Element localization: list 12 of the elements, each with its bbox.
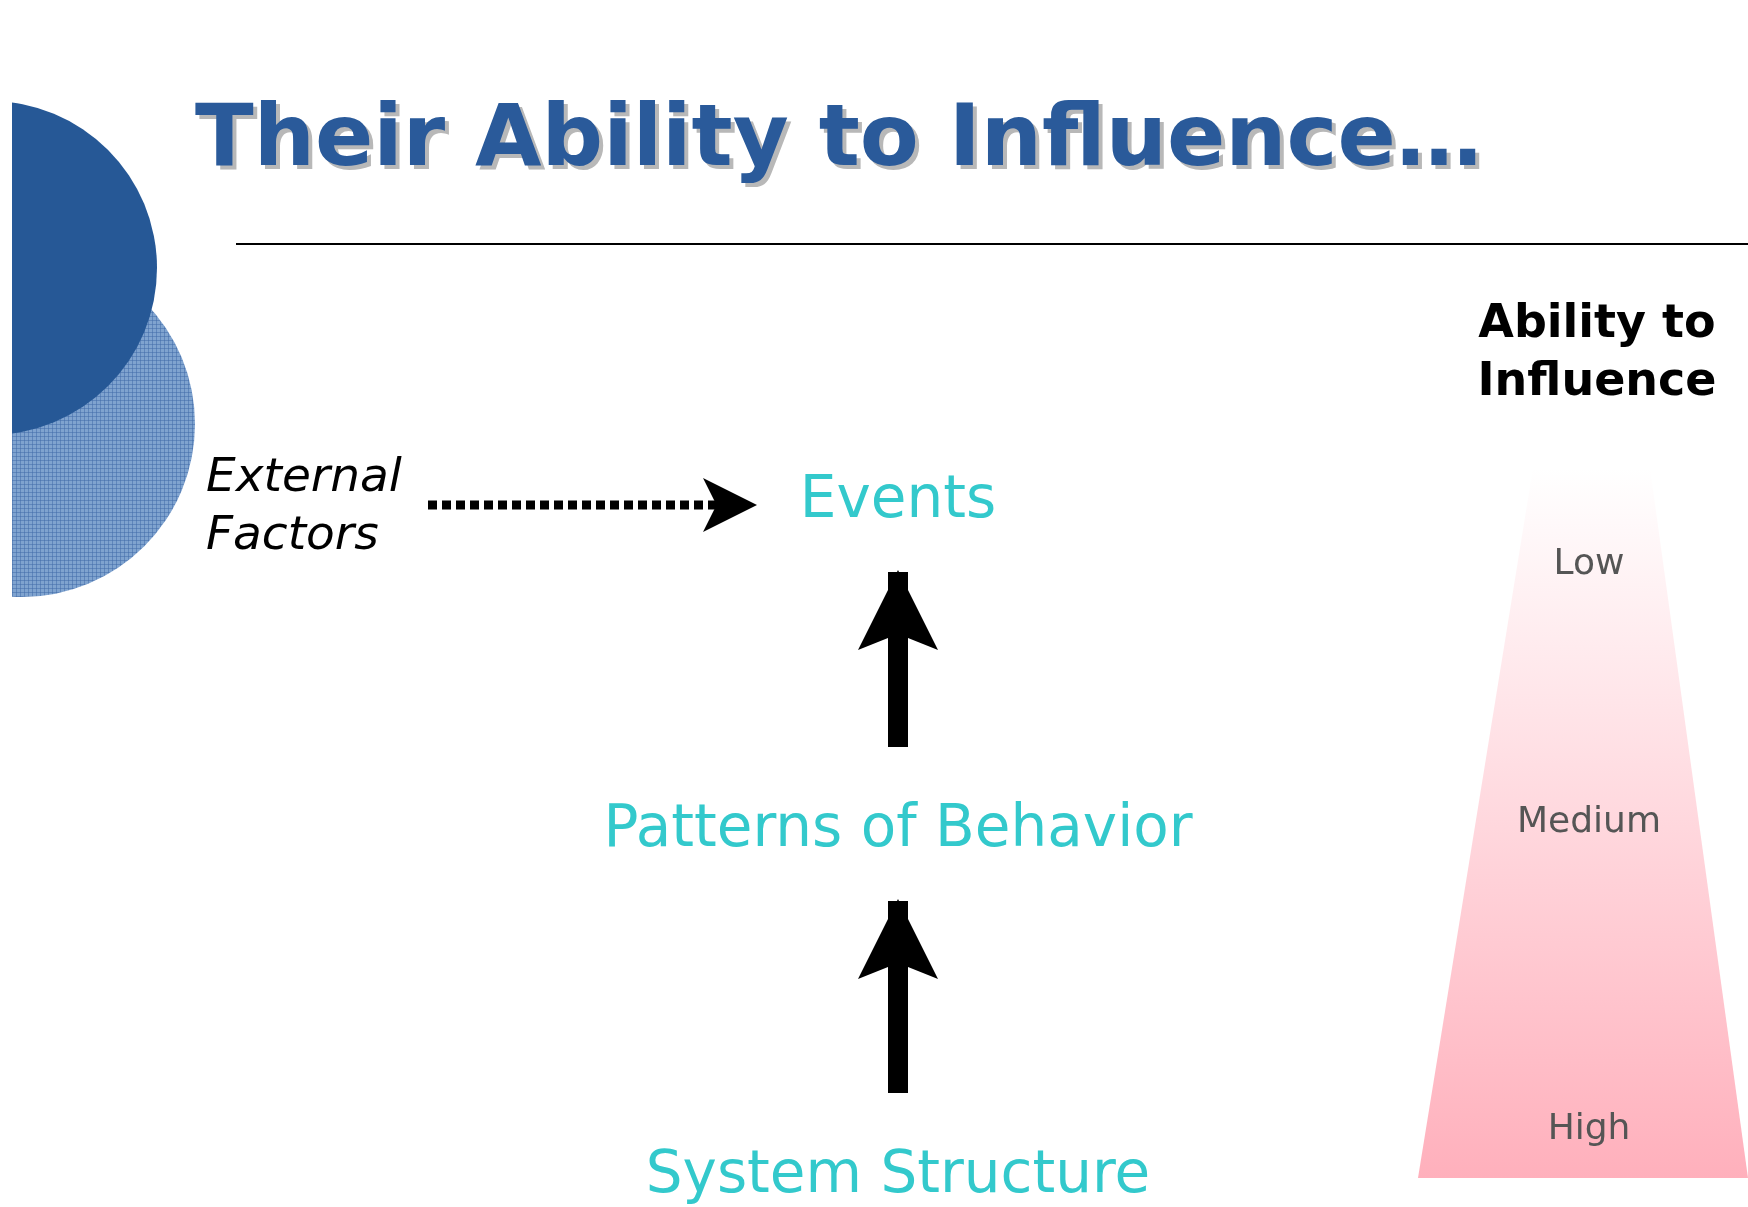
level-label: Patterns of Behavior bbox=[602, 795, 1194, 859]
arrow bbox=[858, 570, 938, 747]
scale-label: Medium bbox=[1516, 800, 1662, 840]
scale-heading: Ability to Influence bbox=[1477, 293, 1717, 408]
arrow bbox=[858, 899, 938, 1093]
node-label: External Factors bbox=[206, 446, 403, 562]
level-label: System Structure bbox=[644, 1141, 1152, 1205]
level-label: Events bbox=[798, 466, 998, 530]
arrow bbox=[428, 478, 757, 532]
scale-label: High bbox=[1546, 1107, 1632, 1147]
slide-title: Their Ability to Influence… bbox=[195, 88, 1482, 183]
scale-label: Low bbox=[1552, 542, 1626, 582]
